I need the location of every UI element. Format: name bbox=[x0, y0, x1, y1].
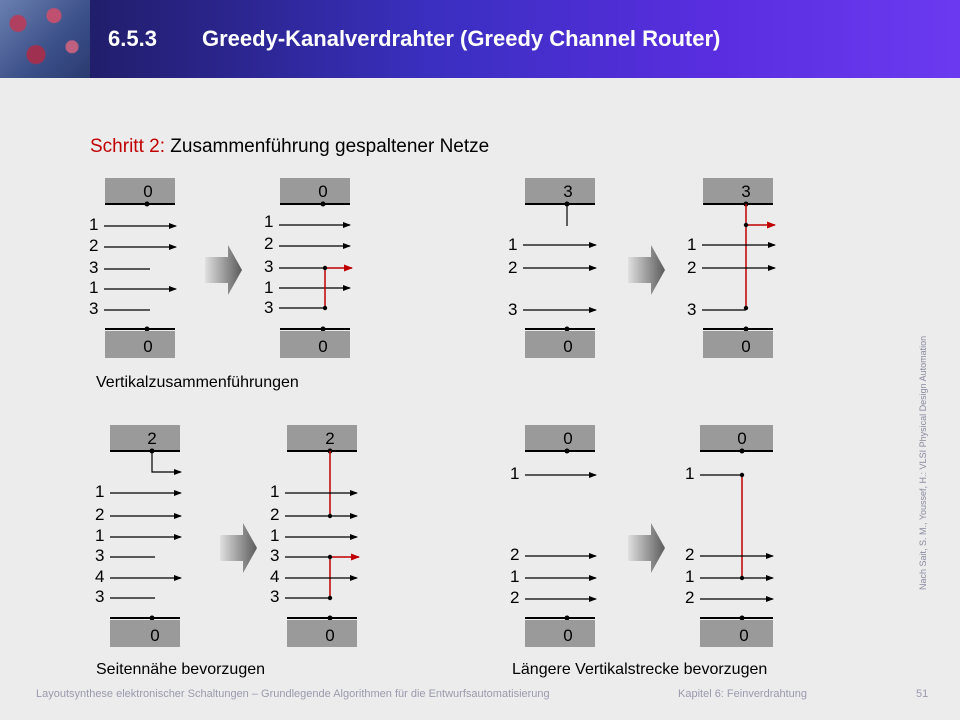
track-label: 1 bbox=[89, 215, 98, 234]
header-logo-image bbox=[0, 0, 90, 78]
track-label: 3 bbox=[95, 587, 104, 606]
bottom-pin-box bbox=[110, 620, 180, 647]
transition-arrow-icon bbox=[628, 523, 665, 573]
caption-prefer-longer: Längere Vertikalstrecke bevorzugen bbox=[512, 661, 768, 678]
section-title: Greedy-Kanalverdrahter (Greedy Channel R… bbox=[202, 26, 721, 51]
panel-1: 0 1 2 3 1 3 0 bbox=[89, 178, 177, 358]
panel-5: 2 1 2 1 3 4 3 0 bbox=[95, 425, 182, 647]
panel-3: 3 1 2 3 0 bbox=[508, 178, 597, 358]
track-label: 1 bbox=[270, 526, 279, 545]
top-pin-label: 3 bbox=[563, 182, 572, 201]
bottom-pin-label: 0 bbox=[143, 337, 152, 356]
track-label: 3 bbox=[508, 300, 517, 319]
track-label: 1 bbox=[89, 278, 98, 297]
top-pin-box bbox=[110, 425, 180, 450]
track-label: 1 bbox=[95, 482, 104, 501]
track-label: 3 bbox=[270, 546, 279, 565]
track-label: 4 bbox=[270, 567, 279, 586]
track-label: 1 bbox=[510, 464, 519, 483]
track-label: 3 bbox=[95, 546, 104, 565]
track-label: 2 bbox=[510, 545, 519, 564]
panel-4: 3 1 2 3 0 bbox=[687, 178, 776, 358]
header-bar bbox=[0, 0, 960, 78]
bottom-pin-box bbox=[703, 331, 773, 358]
transition-arrow-icon bbox=[628, 245, 665, 295]
top-pin-label: 2 bbox=[325, 429, 334, 448]
step-heading: Schritt 2: Zusammenführung gespaltener N… bbox=[90, 136, 489, 158]
track-label: 1 bbox=[95, 526, 104, 545]
top-pin-label: 3 bbox=[741, 182, 750, 201]
top-pin-box bbox=[525, 425, 595, 450]
transition-arrow-icon bbox=[220, 523, 257, 573]
top-pin-box bbox=[287, 425, 357, 450]
track-label: 2 bbox=[95, 505, 104, 524]
step-text: Zusammenführung gespaltener Netze bbox=[170, 136, 490, 157]
track-label: 3 bbox=[687, 300, 696, 319]
track-label: 1 bbox=[685, 464, 694, 483]
panel-6: 2 1 2 1 3 4 3 0 bbox=[270, 425, 360, 647]
track-label: 3 bbox=[89, 258, 98, 277]
track-label: 2 bbox=[685, 588, 694, 607]
footer-chapter: Kapitel 6: Feinverdrahtung bbox=[678, 688, 808, 700]
panel-8: 0 1 2 1 2 0 bbox=[685, 425, 774, 647]
track-label: 2 bbox=[687, 258, 696, 277]
page-number: 51 bbox=[916, 688, 929, 700]
track-label: 3 bbox=[270, 587, 279, 606]
footer-course: Layoutsynthese elektronischer Schaltunge… bbox=[36, 688, 550, 700]
track-label: 1 bbox=[264, 278, 273, 297]
transition-arrow-icon bbox=[205, 245, 242, 295]
caption-vertical-merges: Vertikalzusammenführungen bbox=[96, 374, 299, 391]
top-pin-box bbox=[525, 178, 595, 203]
top-pin-box bbox=[280, 178, 350, 203]
track-label: 2 bbox=[508, 258, 517, 277]
track-label: 2 bbox=[685, 545, 694, 564]
track-label: 2 bbox=[270, 505, 279, 524]
bottom-pin-label: 0 bbox=[741, 337, 750, 356]
caption-prefer-side: Seitennähe bevorzugen bbox=[96, 661, 266, 678]
track-label: 3 bbox=[264, 257, 273, 276]
bottom-pin-box bbox=[525, 331, 595, 358]
top-pin-box bbox=[703, 178, 773, 203]
top-pin-label: 0 bbox=[563, 429, 572, 448]
top-pin-label: 0 bbox=[143, 182, 152, 201]
track-label: 1 bbox=[508, 235, 517, 254]
track-label: 2 bbox=[510, 588, 519, 607]
track-label: 1 bbox=[510, 567, 519, 586]
bottom-pin-label: 0 bbox=[318, 337, 327, 356]
bottom-pin-box bbox=[105, 331, 175, 358]
bottom-pin-label: 0 bbox=[563, 337, 572, 356]
panel-2: 0 1 2 3 1 3 0 bbox=[264, 178, 353, 358]
bottom-pin-label: 0 bbox=[739, 626, 748, 645]
track-label: 2 bbox=[89, 236, 98, 255]
track-label: 1 bbox=[270, 482, 279, 501]
bottom-pin-label: 0 bbox=[325, 626, 334, 645]
bottom-pin-label: 0 bbox=[150, 626, 159, 645]
track-label: 3 bbox=[89, 299, 98, 318]
top-pin-label: 0 bbox=[737, 429, 746, 448]
track-label: 2 bbox=[264, 234, 273, 253]
slide-title: 6.5.3 Greedy-Kanalverdrahter (Greedy Chan… bbox=[108, 26, 720, 52]
track-label: 1 bbox=[685, 567, 694, 586]
panel-7: 0 1 2 1 2 0 bbox=[510, 425, 597, 647]
bottom-pin-box bbox=[525, 620, 595, 647]
top-pin-label: 2 bbox=[147, 429, 156, 448]
source-note: Nach Sait, S. M., Youssef, H.: VLSI Phys… bbox=[918, 335, 928, 590]
step-label: Schritt 2: bbox=[90, 136, 165, 157]
top-pin-label: 0 bbox=[318, 182, 327, 201]
track-label: 1 bbox=[687, 235, 696, 254]
track-label: 1 bbox=[264, 212, 273, 231]
bottom-pin-box bbox=[700, 620, 773, 647]
bottom-pin-box bbox=[280, 331, 350, 358]
top-pin-box bbox=[700, 425, 773, 450]
track-label: 3 bbox=[264, 298, 273, 317]
top-pin-box bbox=[105, 178, 175, 203]
bottom-pin-label: 0 bbox=[563, 626, 572, 645]
bottom-pin-box bbox=[287, 620, 357, 647]
section-number: 6.5.3 bbox=[108, 26, 157, 51]
track-label: 4 bbox=[95, 567, 104, 586]
